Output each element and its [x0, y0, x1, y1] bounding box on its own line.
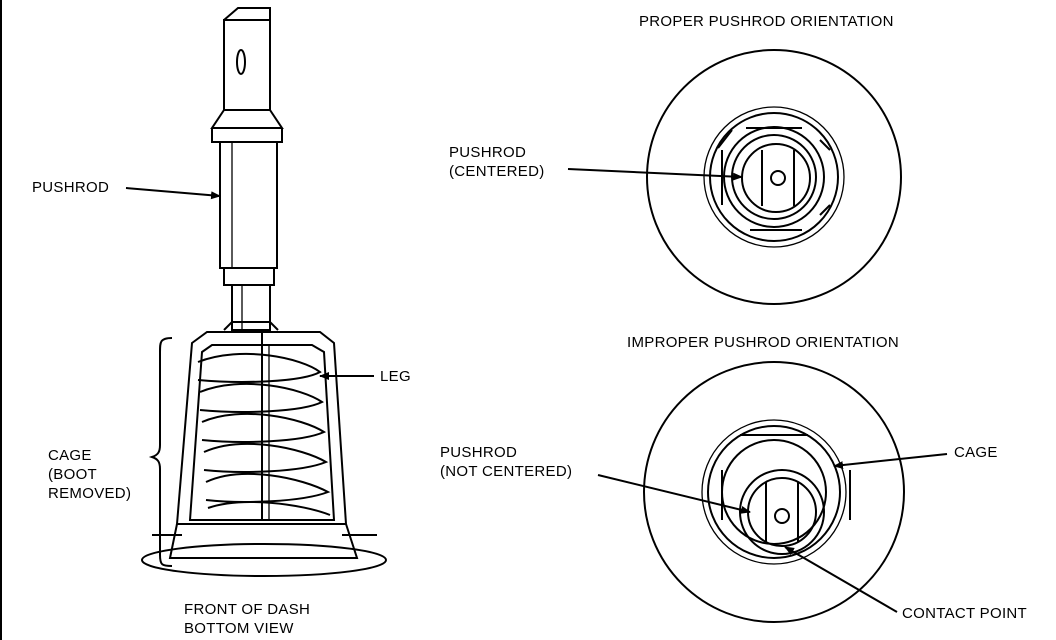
contact-point-leader-line	[784, 546, 898, 613]
pushrod-leader-line	[125, 187, 221, 200]
front-of-dash-label: FRONT OF DASH BOTTOM VIEW	[184, 601, 311, 637]
pushrod-not-centered-leader-line	[597, 474, 751, 514]
leg-label: LEG	[380, 368, 411, 385]
cage-boot-removed-label: CAGE (BOOT REMOVED)	[48, 447, 132, 502]
cage-leader-line	[833, 453, 948, 470]
cage-label: CAGE	[954, 444, 998, 461]
proper-orientation-title: PROPER PUSHROD ORIENTATION	[639, 13, 894, 30]
contact-point-label: CONTACT POINT	[902, 605, 1028, 622]
pushrod-centered-label: PUSHROD (CENTERED)	[449, 144, 545, 180]
improper-orientation-title: IMPROPER PUSHROD ORIENTATION	[627, 334, 900, 351]
pushrod-centered-leader-line	[567, 168, 743, 181]
pushrod-label: PUSHROD	[32, 179, 110, 196]
pushrod-assembly-illustration	[141, 7, 387, 577]
improper-orientation-illustration	[643, 361, 905, 623]
proper-orientation-illustration	[646, 49, 902, 305]
pushrod-not-centered-label: PUSHROD (NOT CENTERED)	[440, 444, 573, 480]
